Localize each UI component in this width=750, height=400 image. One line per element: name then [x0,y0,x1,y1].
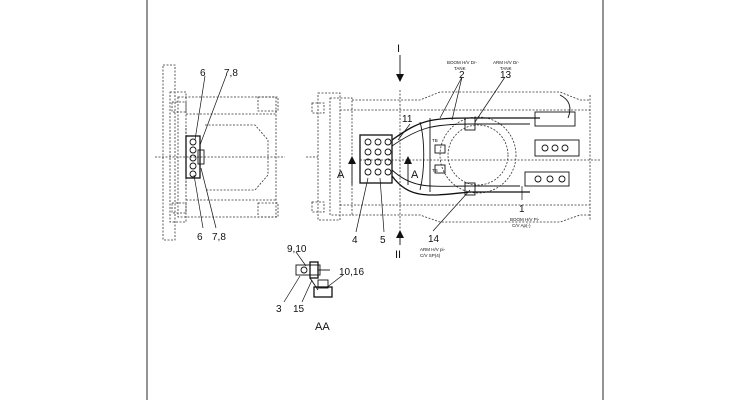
callout-5: 5 [380,235,386,246]
note-arm-pi-line2: C/V SP(4) [420,253,441,258]
section-mark-ii: II [395,249,401,261]
callout-4: 4 [352,235,358,246]
note-boom-tank-line2: TANK [454,66,466,71]
section-mark-i: I [397,43,400,55]
callout-2: 2 [459,70,465,81]
note-boom-pi-line2: C/V Ap(-) [512,223,531,228]
right-mid-valve [534,139,580,157]
callout-9-10: 9,10 [287,244,307,255]
left-valve-block [185,135,201,179]
callout-13: 13 [500,70,512,81]
callout-14: 14 [428,234,440,245]
callout-10-16: 10,16 [339,267,364,278]
section-markers [348,55,412,245]
svg-text:TB: TB [432,168,438,173]
callout-1: 1 [519,204,525,215]
section-mark-a-left: A [337,169,345,181]
callout-3: 3 [276,304,282,315]
callout-left-top-6: 6 [200,68,206,79]
section-mark-a-right: A [411,169,419,181]
callout-left-top-78: 7,8 [224,68,238,79]
callout-11: 11 [402,114,413,125]
note-boom-tank-line1: BOOM H/V Dr- [447,60,478,65]
hose-upper [391,117,540,141]
callout-left-bot-6: 6 [197,232,203,243]
svg-text:TB: TB [432,138,438,143]
section-aa-view [283,251,344,303]
callout-left-bot-78: 7,8 [212,232,226,243]
right-upper-valve [534,111,576,127]
main-top-view: TB TB [306,76,600,233]
main-control-valve [359,134,393,184]
note-arm-pi-line1: ARM H/V pi- [420,247,446,252]
callout-15: 15 [293,304,305,315]
note-boom-pi-line1: BOOM H/V Pi- [510,217,540,222]
swing-bearing-circle [439,116,517,194]
right-lower-valve [524,171,570,187]
note-arm-tank-line2: TANK [500,66,512,71]
left-side-view [155,64,285,241]
note-arm-tank-line1: ARM H/V Dr- [493,60,520,65]
view-label-aa: AA [315,321,330,333]
